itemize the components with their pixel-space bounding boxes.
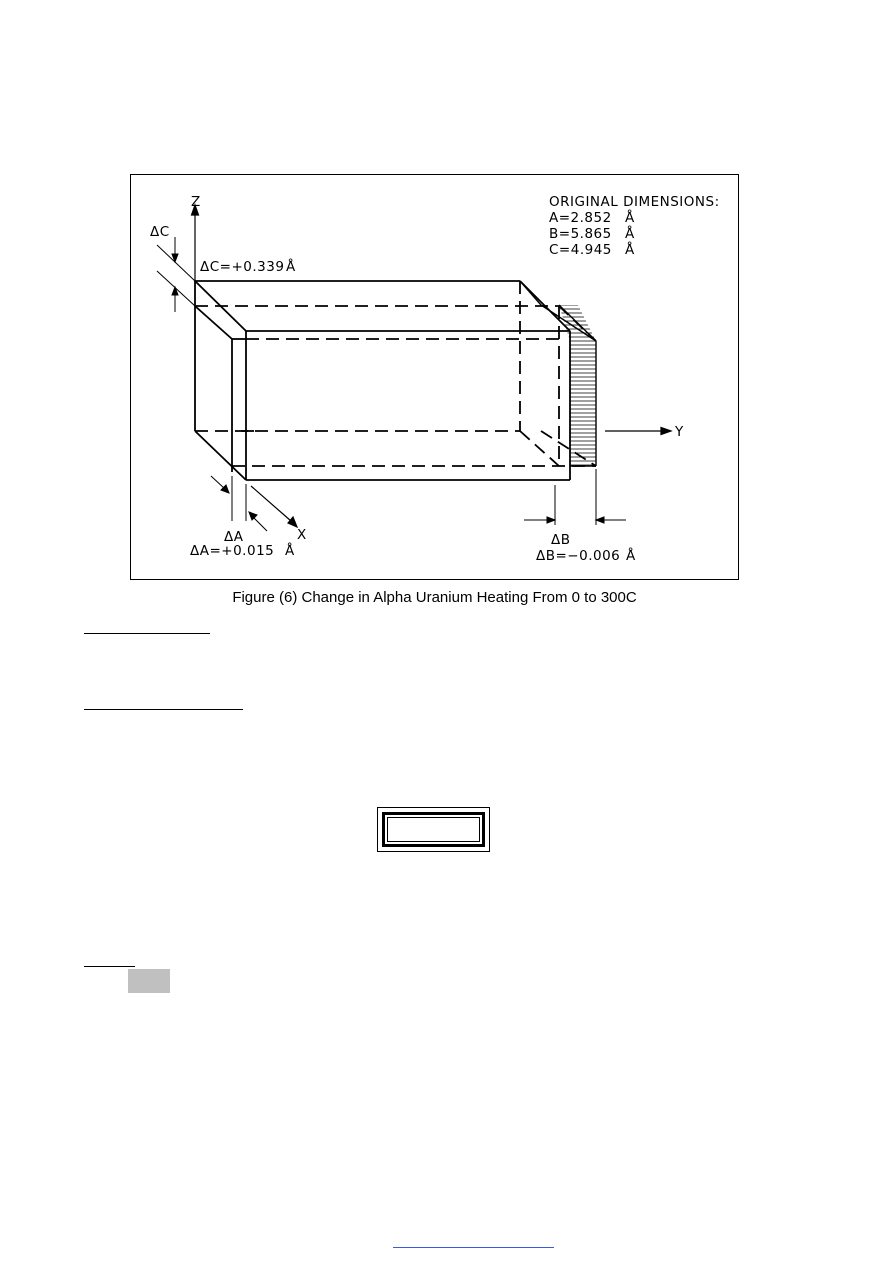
y-axis (605, 426, 673, 436)
original-dimensions-legend: ORIGINAL DIMENSIONS: A=2.852 Å B=5.865 Å… (549, 194, 720, 258)
delta-b-dimension (524, 469, 626, 525)
delta-c-value: ΔC=+0.339 (200, 259, 284, 275)
dimension-c: C=4.945 (549, 242, 612, 258)
figure-frame: Z Y X ΔC ΔC=+0.339 Å (130, 174, 739, 580)
section-underline-1 (84, 633, 210, 634)
boxed-formula (377, 807, 490, 852)
footer-link-underline[interactable] (393, 1247, 554, 1248)
alpha-uranium-diagram: Z Y X ΔC ΔC=+0.339 Å (150, 194, 720, 564)
z-axis-label: Z (191, 194, 201, 210)
x-axis-label: X (297, 527, 307, 543)
y-axis-label: Y (674, 424, 684, 440)
figure-caption: Figure (6) Change in Alpha Uranium Heati… (232, 589, 637, 606)
delta-b-unit: Å (626, 547, 636, 564)
dimension-b: B=5.865 (549, 226, 612, 242)
delta-c-unit: Å (286, 258, 296, 275)
x-axis (250, 485, 299, 529)
dimension-b-unit: Å (625, 225, 635, 242)
delta-c-dimension (156, 237, 196, 312)
delta-b-value: ΔB=−0.006 (536, 548, 620, 564)
heated-box-solid (194, 280, 571, 481)
delta-a-label: ΔA (224, 529, 244, 545)
delta-c-label: ΔC (150, 224, 170, 240)
delta-a-dimension (210, 475, 268, 532)
delta-b-label: ΔB (551, 532, 571, 548)
original-dimensions-heading: ORIGINAL DIMENSIONS: (549, 194, 720, 210)
hatched-expansion-region (570, 341, 596, 466)
dimension-a: A=2.852 (549, 210, 612, 226)
delta-a-unit: Å (285, 542, 295, 559)
section-underline-2 (84, 709, 243, 710)
highlight-block (128, 969, 170, 993)
z-axis (190, 203, 200, 281)
delta-a-value: ΔA=+0.015 (190, 543, 274, 559)
dimension-a-unit: Å (625, 209, 635, 226)
original-box-dashed (195, 281, 597, 467)
section-underline-3 (84, 966, 135, 967)
dimension-c-unit: Å (625, 241, 635, 258)
